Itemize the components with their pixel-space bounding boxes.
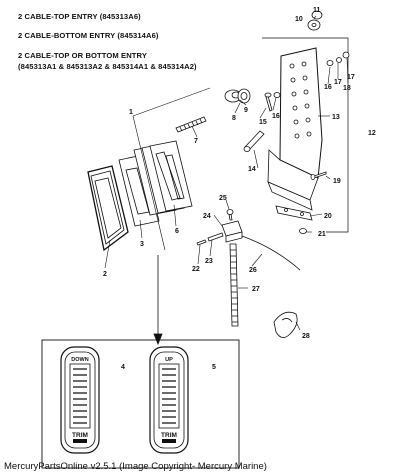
washer-part-17 xyxy=(336,57,342,63)
panel-stack-part-1 xyxy=(133,140,193,216)
callout-9: 9 xyxy=(244,107,248,114)
gauge-4-bottom-label: TRIM xyxy=(72,432,88,439)
callout-3: 3 xyxy=(140,241,144,248)
gauge-5-bottom-label: TRIM xyxy=(161,432,177,439)
bracket-part-13 xyxy=(267,47,323,211)
callout-7: 7 xyxy=(194,138,198,145)
callout-10: 10 xyxy=(295,16,303,23)
callout-24: 24 xyxy=(203,213,211,220)
callout-4: 4 xyxy=(121,364,125,371)
callout-26: 26 xyxy=(249,267,257,274)
callout-2: 2 xyxy=(103,271,107,278)
footer-copyright: MercuryPartsOnline v2.5.1 (Image Copyrig… xyxy=(4,461,267,472)
callout-15: 15 xyxy=(259,119,267,126)
trim-gauge-part-5 xyxy=(149,346,189,454)
washer-part-11 xyxy=(311,10,323,20)
callout-16b: 16 xyxy=(324,84,332,91)
header-line-1: 2 CABLE-TOP ENTRY (845313A6) xyxy=(18,12,141,21)
sleeve-part-27 xyxy=(229,243,239,327)
brand-badge-gauge-5 xyxy=(162,439,176,443)
grommet-part-28 xyxy=(273,311,298,338)
screw-part-19 xyxy=(310,171,327,180)
callout-17a: 17 xyxy=(334,79,342,86)
callout-23: 23 xyxy=(205,258,213,265)
callout-17b: 17 xyxy=(347,74,355,81)
arrow-head xyxy=(153,333,163,346)
gauge-4-top-label: DOWN xyxy=(71,357,88,363)
screw-part-25 xyxy=(226,209,234,221)
nut-part-16 xyxy=(273,60,334,98)
nut-part-21 xyxy=(299,228,307,234)
callout-19: 19 xyxy=(333,178,341,185)
header-line-3: 2 CABLE-TOP OR BOTTOM ENTRY xyxy=(18,51,147,60)
block-part-24 xyxy=(221,220,243,243)
callout-13: 13 xyxy=(332,114,340,121)
bezel-part-2 xyxy=(87,165,129,252)
callout-11: 11 xyxy=(313,7,321,14)
callout-frame-12 xyxy=(262,37,349,233)
leader-lines xyxy=(104,15,349,331)
header-line-4: (845313A1 & 845313A2 & 845314A1 & 845314… xyxy=(18,62,197,71)
gauge-ticks xyxy=(73,368,176,424)
wire-part-26 xyxy=(241,235,301,271)
callout-1: 1 xyxy=(129,109,133,116)
nut-part-10 xyxy=(307,19,321,31)
callout-6: 6 xyxy=(175,228,179,235)
callout-25: 25 xyxy=(219,195,227,202)
callout-16a: 16 xyxy=(272,113,280,120)
gauge-5-top-label: UP xyxy=(165,357,173,363)
clamp-part-20 xyxy=(275,205,313,221)
callout-22: 22 xyxy=(192,266,200,273)
brand-badge-gauge-4 xyxy=(73,439,87,443)
screw-part-18 xyxy=(342,51,350,59)
pin-part-23 xyxy=(207,232,224,242)
callout-28: 28 xyxy=(302,333,310,340)
gauge-options-box xyxy=(41,339,240,469)
spring-part-7 xyxy=(175,116,207,133)
screw-part-15 xyxy=(264,92,273,112)
callout-numbers: 1 2 3 4 5 6 7 8 9 10 11 12 13 14 15 16 1… xyxy=(103,7,376,371)
callout-20: 20 xyxy=(324,213,332,220)
callout-14: 14 xyxy=(248,166,256,173)
callout-12: 12 xyxy=(368,130,376,137)
callout-8: 8 xyxy=(232,115,236,122)
callout-21: 21 xyxy=(318,231,326,238)
callout-27: 27 xyxy=(252,286,260,293)
switch-part-14 xyxy=(243,130,265,152)
callout-18: 18 xyxy=(343,85,351,92)
callout-5: 5 xyxy=(212,364,216,371)
header-line-2: 2 CABLE-BOTTOM ENTRY (845314A6) xyxy=(18,31,159,40)
bushing-part-8 xyxy=(237,88,251,104)
trim-gauge-part-4 xyxy=(60,346,100,454)
pin-part-22 xyxy=(196,239,207,246)
